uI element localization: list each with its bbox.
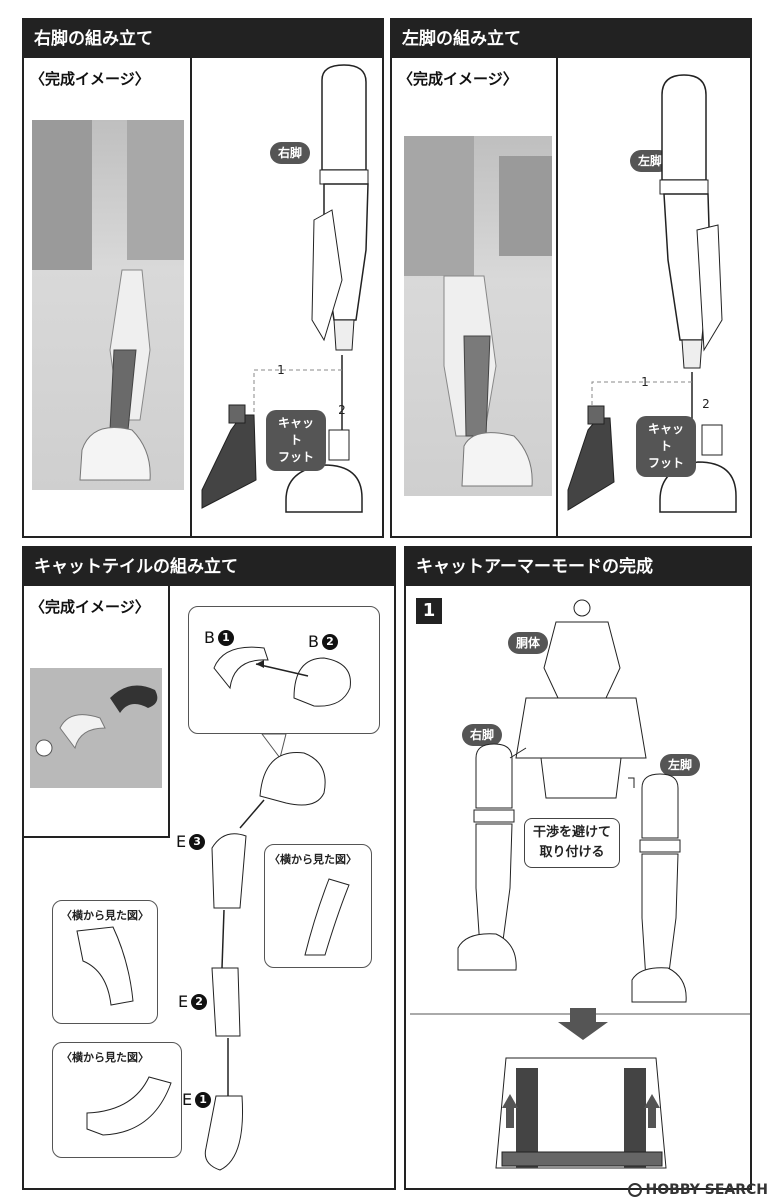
right-leg-divider <box>190 58 192 536</box>
side-view-label-e2: 〈横から見た図〉 <box>61 909 149 922</box>
right-leg-photo <box>32 120 184 490</box>
armor-mode-title: キャットアーマーモードの完成 <box>406 548 750 586</box>
cat-tail-photo <box>30 668 162 788</box>
armor-right-leg-label: 右脚 <box>462 724 503 746</box>
left-leg-completed-image-label: 〈完成イメージ〉 <box>398 70 518 88</box>
watermark-text: HOBBY SEARCH <box>645 1182 768 1198</box>
armor-mode-note: 干渉を避けて 取り付ける <box>524 818 621 868</box>
left-leg-photo <box>404 136 552 496</box>
armor-mode-diagram <box>410 599 750 1169</box>
right-leg-diagram <box>201 64 369 513</box>
left-leg-foot-label: キャット フット <box>636 416 696 477</box>
cat-tail-diagram <box>204 646 351 1171</box>
left-leg-step1: 1 <box>641 375 649 389</box>
cat-tail-completed-image-label: 〈完成イメージ〉 <box>30 598 150 616</box>
cat-tail-title: キャットテイルの組み立て <box>24 548 394 586</box>
side-view-callout-e1: 〈横から見た図〉 <box>52 1042 182 1158</box>
armor-left-leg-label: 左脚 <box>660 754 701 776</box>
side-view-e2-shape <box>76 926 134 1006</box>
side-view-label-e3: 〈横から見た図〉 <box>269 853 357 866</box>
side-view-callout-e3: 〈横から見た図〉 <box>264 844 372 968</box>
side-view-e1-shape <box>86 1076 172 1136</box>
right-leg-completed-image-label: 〈完成イメージ〉 <box>30 70 150 88</box>
right-leg-panel: 右脚の組み立て 〈完成イメージ〉 右脚 1 2 キャット フット <box>22 18 384 538</box>
left-leg-step2: 2 <box>702 397 710 411</box>
cat-tail-completed-box: 〈完成イメージ〉 <box>24 586 170 838</box>
armor-body-label: 胴体 <box>508 632 549 654</box>
right-leg-photo-figure <box>32 120 184 481</box>
left-leg-label: 左脚 <box>630 150 671 172</box>
right-leg-label: 右脚 <box>270 142 311 164</box>
right-leg-foot-label: キャット フット <box>266 410 326 471</box>
side-view-label-e1: 〈横から見た図〉 <box>61 1051 149 1064</box>
right-leg-step1: 1 <box>277 363 285 377</box>
left-leg-panel: 左脚の組み立て 〈完成イメージ〉 左脚 1 2 キャット フット <box>390 18 752 538</box>
watermark-logo-icon <box>627 1183 642 1197</box>
side-view-callout-e2: 〈横から見た図〉 <box>52 900 158 1024</box>
left-leg-title: 左脚の組み立て <box>392 20 750 58</box>
side-view-e3-shape <box>304 878 350 956</box>
left-leg-divider <box>556 58 558 536</box>
armor-mode-panel: キャットアーマーモードの完成 1 胴体 右脚 左脚 干渉を避けて 取り付ける <box>404 546 752 1190</box>
left-leg-diagram <box>567 74 737 513</box>
armor-mode-step: 1 <box>416 598 442 624</box>
watermark: HOBBY SEARCH <box>627 1182 768 1198</box>
right-leg-step2: 2 <box>338 403 346 417</box>
right-leg-title: 右脚の組み立て <box>24 20 382 58</box>
left-leg-photo-figure <box>404 136 552 487</box>
cat-tail-photo-figure <box>30 668 162 788</box>
